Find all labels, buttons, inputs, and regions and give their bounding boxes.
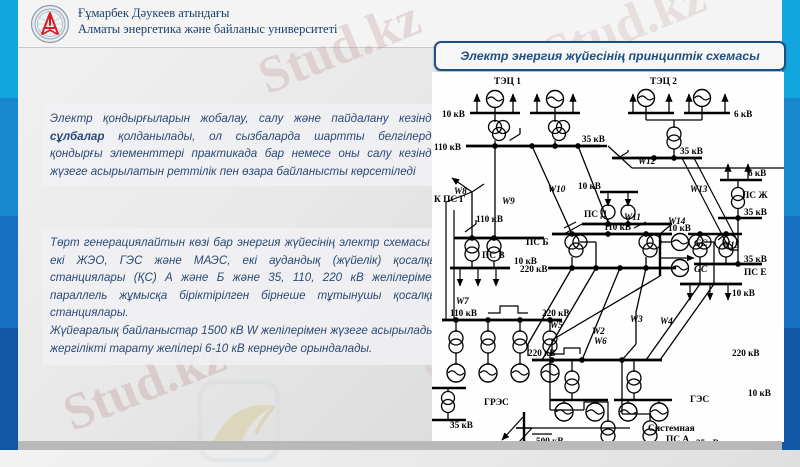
- label-ps-v: ПС В: [482, 251, 505, 261]
- svg-text:35 кВ: 35 кВ: [450, 420, 473, 430]
- svg-text:W8: W8: [454, 186, 467, 196]
- svg-text:220 кВ: 220 кВ: [528, 348, 556, 358]
- svg-text:W2: W2: [592, 326, 605, 336]
- label-k-ps-g: К ПС Г: [434, 195, 466, 205]
- accent-band-3: [782, 216, 800, 328]
- svg-text:GC: GC: [694, 264, 708, 275]
- svg-text:W7: W7: [456, 296, 469, 306]
- accent-band-2: [782, 98, 800, 216]
- svg-text:W14: W14: [668, 216, 686, 226]
- svg-text:35 кВ: 35 кВ: [696, 438, 719, 442]
- svg-text:W13: W13: [690, 184, 708, 194]
- schematic-station-labels: ТЭЦ 1 ТЭЦ 2 ГРЭС ГЭС ПС Б ПС В ПС Д ПС Е…: [434, 77, 768, 442]
- svg-text:W5: W5: [550, 320, 563, 330]
- intro-text-bold: сұлбалар: [50, 129, 105, 143]
- svg-text:GC: GC: [694, 238, 708, 249]
- text-panel-description: Төрт генерациялайтын көзі бар энергия жү…: [42, 228, 442, 366]
- university-name-line2: Алматы энергетика және байланыс универси…: [78, 22, 338, 36]
- slide-bottom-bar: [18, 441, 782, 450]
- description-paragraph-1: Төрт генерациялайтын көзі бар энергия жү…: [50, 236, 438, 320]
- svg-text:220 кВ: 220 кВ: [520, 264, 548, 274]
- svg-text:10 кВ: 10 кВ: [442, 109, 465, 119]
- svg-text:220 кВ: 220 кВ: [542, 308, 570, 318]
- svg-text:110 кВ: 110 кВ: [476, 214, 503, 224]
- intro-text-part1: Электр қондырғыларын жобалау, салу және …: [50, 112, 438, 125]
- accent-band-3: [0, 216, 18, 328]
- svg-text:W10: W10: [548, 184, 566, 194]
- svg-text:35 кВ: 35 кВ: [582, 134, 605, 144]
- svg-text:W15: W15: [722, 240, 740, 250]
- svg-text:W3: W3: [630, 314, 643, 324]
- svg-text:110 кВ: 110 кВ: [604, 222, 631, 232]
- svg-text:6 кВ: 6 кВ: [748, 168, 766, 178]
- svg-text:W11: W11: [624, 212, 641, 222]
- svg-text:10 кВ: 10 кВ: [578, 181, 601, 191]
- svg-text:W6: W6: [594, 336, 607, 346]
- label-ps-d: ПС Д: [584, 210, 607, 220]
- svg-text:W12: W12: [638, 156, 656, 166]
- svg-text:35 кВ: 35 кВ: [744, 207, 767, 217]
- svg-text:110 кВ: 110 кВ: [450, 308, 477, 318]
- diagram-title-pill: Электр энергия жүйесінің принциптік схем…: [434, 41, 786, 71]
- svg-text:10 кВ: 10 кВ: [748, 388, 771, 398]
- label-ges: ГЭС: [690, 395, 709, 405]
- svg-text:W4: W4: [660, 316, 673, 326]
- label-sys-ps-a-1: Системная: [648, 424, 695, 434]
- label-ps-e: ПС Е: [744, 268, 767, 278]
- accent-band-1: [782, 0, 800, 98]
- accent-band-4: [782, 328, 800, 450]
- svg-text:35 кВ: 35 кВ: [680, 146, 703, 156]
- schematic-lines: [432, 88, 784, 442]
- text-panel-intro: Электр қондырғыларын жобалау, салу және …: [42, 104, 442, 186]
- label-ps-b: ПС Б: [526, 238, 549, 248]
- diagram-title-text: Электр энергия жүйесінің принциптік схем…: [460, 49, 760, 63]
- schematic-line-labels: W1 W2 W3 W4 W5 W6 W7 W8 W9 W10 W11 W12 W…: [454, 156, 740, 346]
- label-tec2: ТЭЦ 2: [650, 77, 677, 87]
- university-name-line1: Ғұмарбек Дәукеев атындағы: [78, 6, 230, 20]
- label-tec1: ТЭЦ 1: [494, 77, 521, 87]
- accent-band-2: [0, 98, 18, 216]
- svg-text:500 кВ: 500 кВ: [536, 436, 564, 442]
- left-accent-bar: [0, 0, 18, 450]
- intro-text-part2: қолданылады, ол сызбаларда шартты белгіл…: [50, 129, 438, 178]
- accent-band-1: [0, 0, 18, 98]
- label-gres: ГРЭС: [484, 398, 509, 408]
- right-accent-bar: [782, 0, 800, 450]
- svg-text:10 кВ: 10 кВ: [732, 288, 755, 298]
- svg-text:6 кВ: 6 кВ: [734, 109, 752, 119]
- power-system-schematic: ТЭЦ 1 ТЭЦ 2 ГРЭС ГЭС ПС Б ПС В ПС Д ПС Е…: [432, 72, 784, 442]
- description-paragraph-2: Жүйеаралық байланыстар 1500 кВ W желілер…: [50, 323, 438, 355]
- label-ps-zh: ПС Ж: [742, 191, 768, 201]
- label-sys-ps-a-2: ПС А: [666, 435, 689, 442]
- svg-text:10 кВ: 10 кВ: [668, 223, 691, 233]
- university-name: Ғұмарбек Дәукеев атындағы Алматы энергет…: [78, 5, 338, 37]
- svg-text:220 кВ: 220 кВ: [732, 348, 760, 358]
- svg-text:W9: W9: [502, 196, 515, 206]
- aues-logo-icon: [30, 4, 70, 44]
- schematic-svg: ТЭЦ 1 ТЭЦ 2 ГРЭС ГЭС ПС Б ПС В ПС Д ПС Е…: [432, 77, 784, 442]
- slide-header: Ғұмарбек Дәукеев атындағы Алматы энергет…: [18, 0, 782, 48]
- svg-text:35 кВ: 35 кВ: [744, 254, 767, 264]
- svg-text:110 кВ: 110 кВ: [434, 142, 461, 152]
- schematic-voltage-labels: 10 кВ 110 кВ 35 кВ 6 кВ 35 кВ 10 кВ 6 кВ…: [434, 109, 771, 442]
- svg-text:10 кВ: 10 кВ: [514, 256, 537, 266]
- schematic-component-labels: GC GC: [694, 238, 708, 275]
- accent-band-4: [0, 328, 18, 450]
